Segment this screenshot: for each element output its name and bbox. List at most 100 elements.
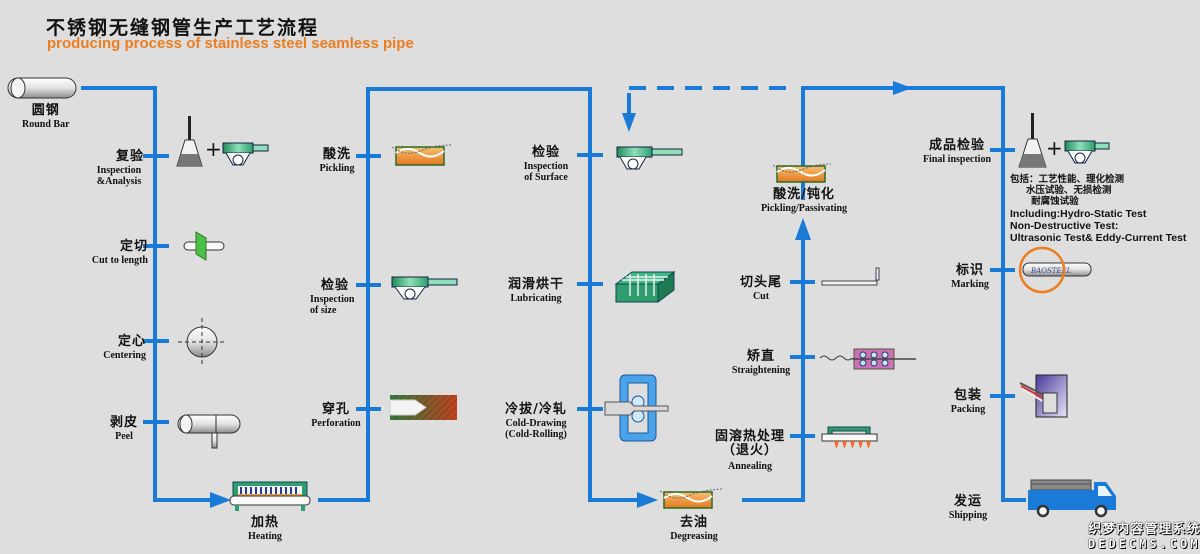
arrow-right-top bbox=[893, 81, 912, 95]
step-straightening: 矫直 Straightening bbox=[726, 350, 796, 376]
step-final-inspection: 成品检验 Final inspection bbox=[918, 139, 996, 165]
step-cold-drawing: 冷拔/冷轧 Cold-Drawing (Cold-Rolling) bbox=[500, 403, 572, 440]
step-label-en: Centering bbox=[103, 350, 146, 361]
step-peel: 剥皮 Peel bbox=[108, 416, 140, 442]
flask-and-caliper-icon: + bbox=[1018, 113, 1063, 168]
marking-text: BAOSTEEL bbox=[1030, 267, 1072, 275]
step-label-cn: 去油 bbox=[679, 515, 708, 530]
step-label-en: Final inspection bbox=[922, 154, 992, 165]
step-label-en: Cut to length bbox=[91, 255, 148, 266]
step-label-en: Inspection of size bbox=[310, 294, 355, 316]
step-ticks bbox=[143, 148, 1015, 438]
note-en-line: Including:Hydro-Static Test bbox=[1010, 207, 1147, 220]
straightener-icon bbox=[819, 348, 916, 370]
caliper-icon bbox=[222, 142, 269, 166]
step-label-cn: 定切 bbox=[119, 239, 148, 254]
step-label-en: Marking bbox=[951, 279, 989, 290]
step-degreasing: 去油 Degreasing bbox=[666, 516, 722, 542]
note-cn-line: 包括：工艺性能、理化检测 bbox=[1010, 174, 1125, 185]
peeling-bar-icon bbox=[177, 414, 241, 449]
step-round-bar: 圆钢 Round Bar bbox=[22, 104, 70, 130]
step-label-cn: 成品检验 bbox=[928, 138, 985, 153]
flow-line-degreasing-to-column-3 bbox=[742, 228, 805, 502]
step-label-cn: 冷拔/冷轧 bbox=[505, 402, 567, 417]
step-label-cn: 固溶热处理 （退火） bbox=[714, 429, 785, 459]
step-label-cn: 检验 bbox=[531, 145, 560, 160]
step-label-en: Inspection &Analysis bbox=[96, 165, 142, 187]
step-cut-to-length: 定切 Cut to length bbox=[86, 240, 148, 266]
arrow-up-to-pickling-passivating bbox=[795, 218, 811, 240]
crosshair-circle-icon bbox=[178, 318, 226, 366]
step-label-en: Inspection of Surface bbox=[523, 161, 569, 183]
step-label-cn: 定心 bbox=[117, 334, 146, 349]
step-label-en: Cut bbox=[752, 291, 770, 302]
round-bar-icon bbox=[7, 77, 77, 99]
pipe-bundle-icon bbox=[1019, 374, 1068, 418]
furnace-icon bbox=[229, 481, 311, 511]
note-cn-line: 水压试验、无损检测 bbox=[1010, 184, 1112, 196]
note-en-line: Non-Destructive Test: bbox=[1010, 219, 1119, 232]
flow-line-top-right bbox=[801, 86, 1026, 502]
watermark-line-1: 织梦内容管理系统 bbox=[1088, 522, 1200, 537]
step-centering: 定心 Centering bbox=[90, 335, 146, 361]
flow-line-column-1 bbox=[81, 86, 222, 502]
step-pickling: 酸洗 Pickling bbox=[316, 148, 358, 174]
step-label-cn: 矫直 bbox=[746, 349, 775, 364]
step-shipping: 发运 Shipping bbox=[944, 495, 992, 521]
step-label-en: Lubricating bbox=[510, 293, 562, 304]
plus-sign: + bbox=[1046, 136, 1063, 160]
step-label-cn: 检验 bbox=[320, 278, 349, 293]
step-label-cn: 标识 bbox=[955, 263, 984, 278]
step-label-en: Cold-Drawing (Cold-Rolling) bbox=[505, 418, 567, 440]
acid-tank-icon bbox=[391, 144, 453, 166]
step-label-cn: 发运 bbox=[953, 494, 982, 509]
step-heating: 加热 Heating bbox=[240, 516, 290, 542]
step-marking: 标识 Marking bbox=[948, 264, 992, 290]
watermark: 织梦内容管理系统 DEDECMS.COM bbox=[1088, 518, 1200, 551]
cut-blade-icon bbox=[821, 267, 880, 286]
step-inspection-surface: 检验 Inspection of Surface bbox=[518, 146, 574, 183]
step-label-en: Peel bbox=[115, 431, 133, 442]
arrow-down-dashed bbox=[622, 113, 636, 132]
step-inspection-analysis: 复验 Inspection &Analysis bbox=[94, 150, 144, 187]
arrow-into-degreasing bbox=[637, 492, 658, 508]
annealing-furnace-icon bbox=[821, 426, 878, 449]
caliper-icon bbox=[1064, 140, 1110, 164]
saw-blade-icon bbox=[183, 231, 225, 261]
step-annealing: 固溶热处理 （退火） Annealing bbox=[708, 429, 792, 471]
caliper-icon bbox=[616, 146, 683, 170]
step-label-en: Pickling bbox=[319, 163, 355, 174]
flow-lines bbox=[81, 86, 1026, 502]
note-en-line: Ultrasonic Test& Eddy-Current Test bbox=[1010, 231, 1187, 244]
step-label-cn: 复验 bbox=[115, 149, 144, 164]
rolling-mill-icon bbox=[604, 374, 669, 442]
truck-icon bbox=[1028, 479, 1116, 518]
page-title: 不锈钢无缝钢管生产工艺流程 bbox=[46, 17, 320, 39]
step-label-en: Packing bbox=[950, 404, 986, 415]
step-perforation: 穿孔 Perforation bbox=[308, 403, 364, 429]
step-label-en: Round Bar bbox=[22, 119, 70, 130]
step-label-en: Shipping bbox=[948, 510, 988, 521]
step-label-en: Pickling/Passivating bbox=[760, 203, 848, 214]
step-cut: 切头尾 Cut bbox=[736, 276, 786, 302]
step-label-cn: 酸洗 bbox=[322, 147, 351, 162]
drying-rack-icon bbox=[614, 271, 676, 303]
watermark-line-2: DEDECMS.COM bbox=[1088, 537, 1200, 551]
flow-line-heating-to-column-2 bbox=[318, 87, 650, 502]
marking-highlight-circle bbox=[1018, 246, 1066, 294]
step-lubricating: 润滑烘干 Lubricating bbox=[504, 278, 568, 304]
step-inspection-size: 检验 Inspection of size bbox=[310, 279, 360, 316]
flow-arrows bbox=[210, 81, 912, 508]
step-label-cn: 剥皮 bbox=[109, 415, 138, 430]
note-cn-line: 耐腐蚀试验 bbox=[1010, 195, 1079, 207]
step-label-cn: 圆钢 bbox=[31, 103, 60, 118]
step-label-en: Degreasing bbox=[670, 531, 718, 542]
degreasing-tank-icon bbox=[659, 488, 723, 509]
final-inspection-note: 包括：工艺性能、理化检测 水压试验、无损检测 耐腐蚀试验 Including:H… bbox=[1010, 174, 1187, 244]
acid-tank-icon bbox=[772, 163, 832, 183]
step-label-cn: 包装 bbox=[953, 388, 982, 403]
step-label-cn: 润滑烘干 bbox=[507, 277, 564, 292]
step-label-en: Perforation bbox=[311, 418, 361, 429]
step-label-cn: 穿孔 bbox=[321, 402, 350, 417]
